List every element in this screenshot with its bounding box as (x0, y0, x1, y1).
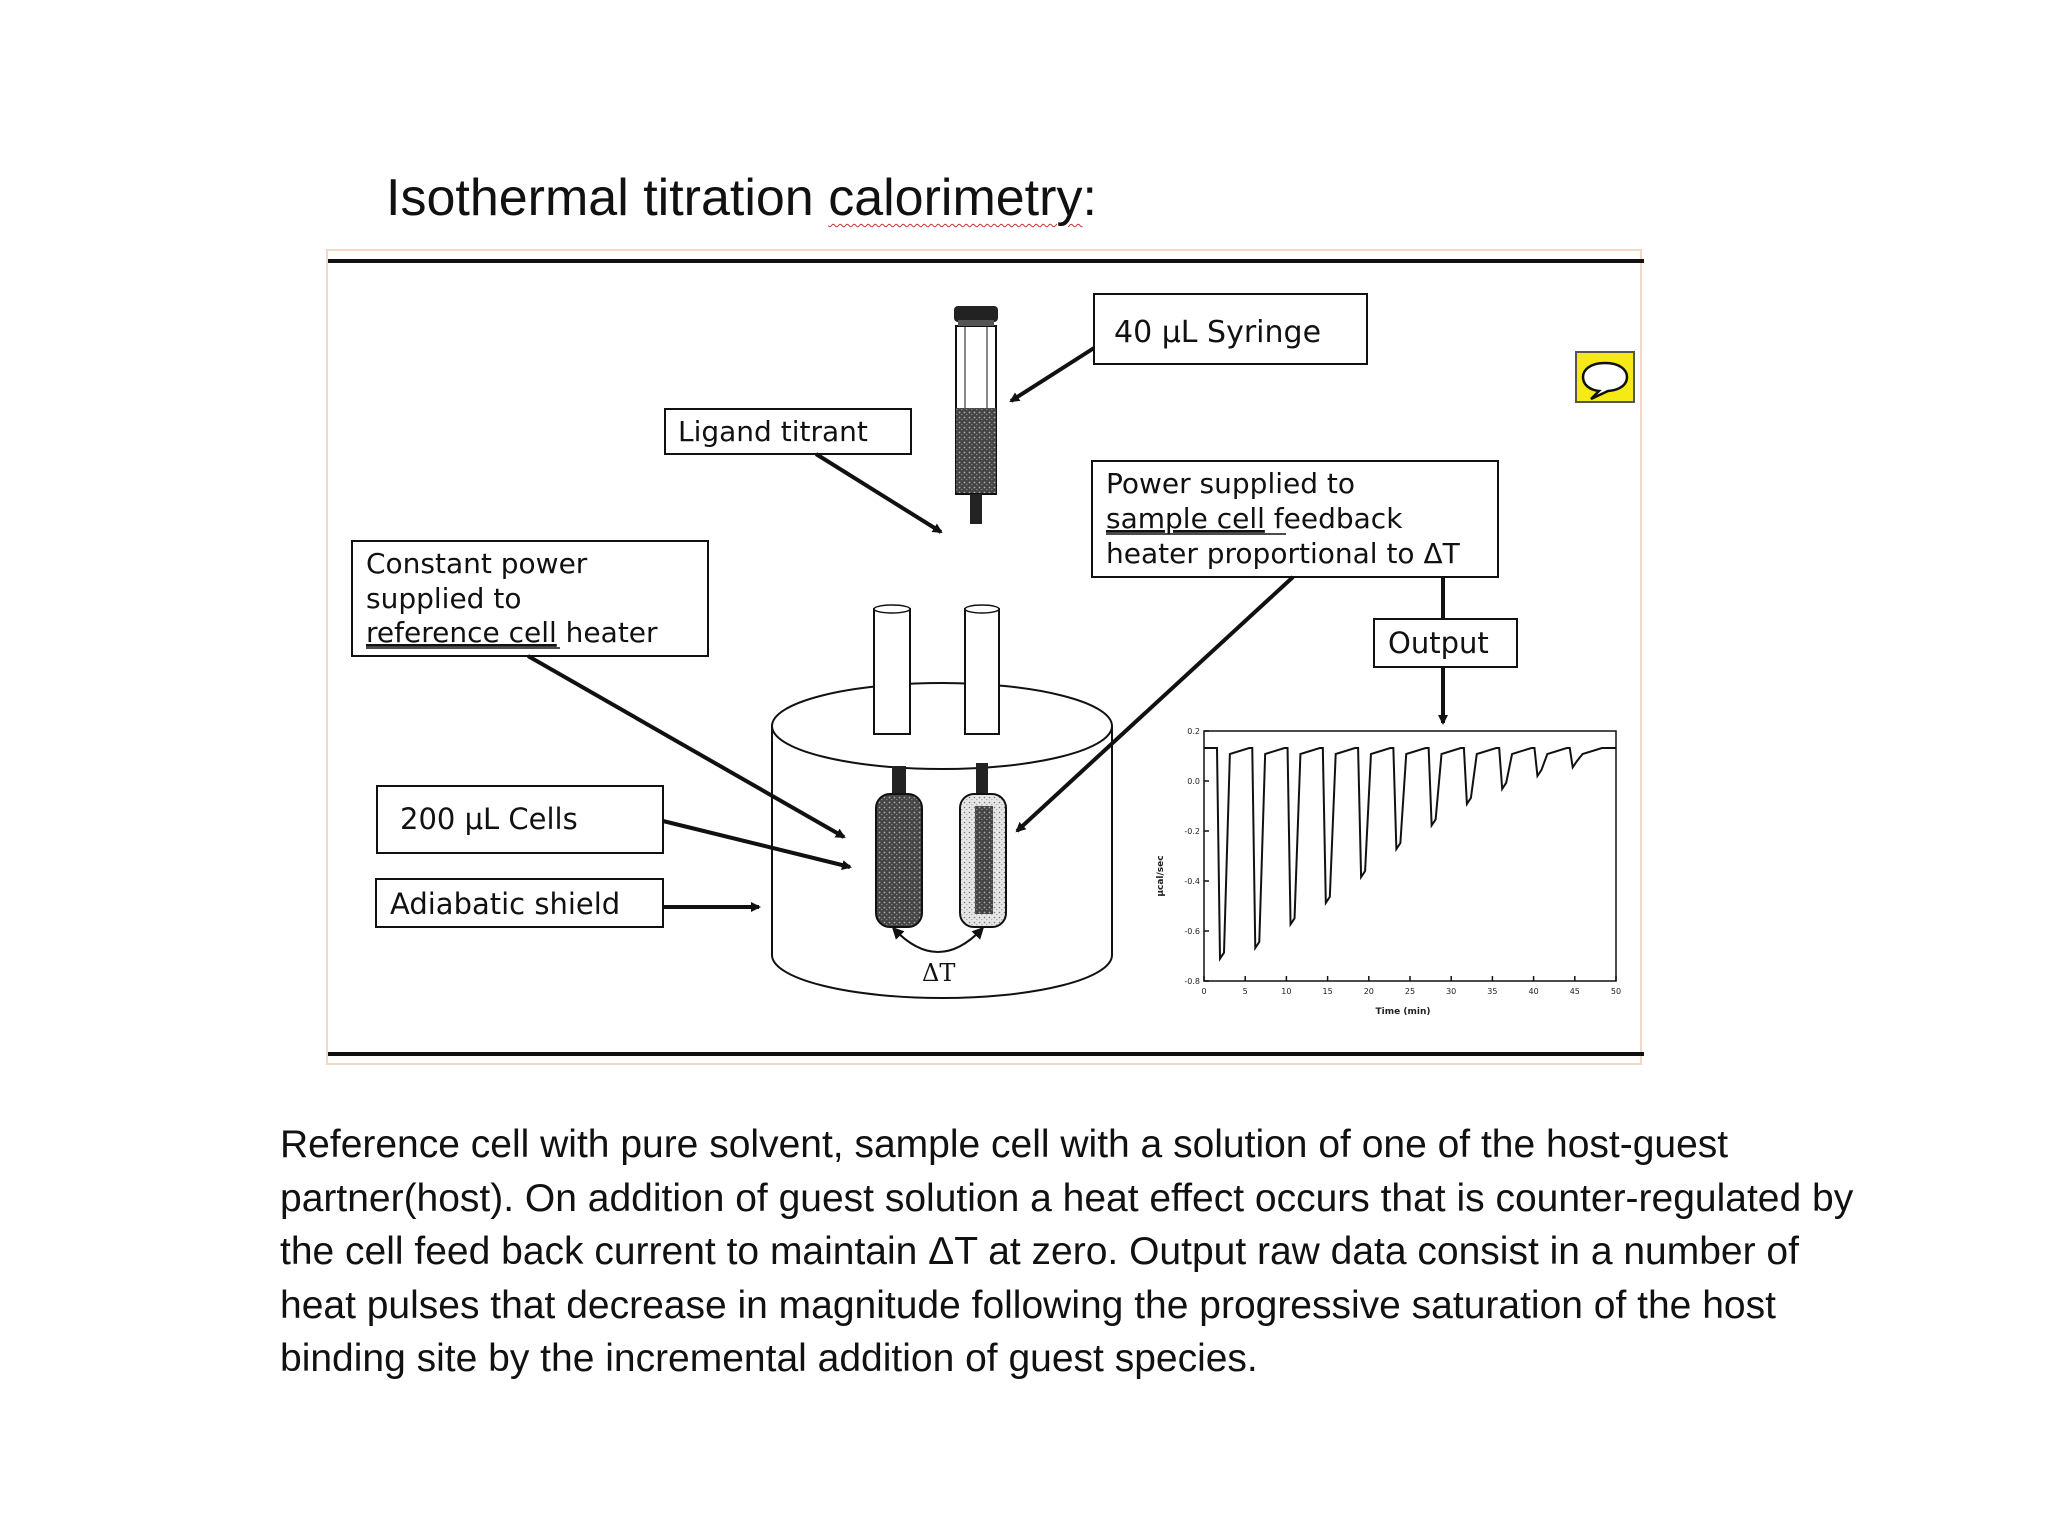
plot-x-tick-label: 35 (1487, 987, 1497, 996)
plot-y-tick-label: -0.6 (1184, 927, 1200, 936)
caption-line-1: Reference cell with pure solvent, sample… (280, 1123, 1729, 1166)
cells-arrow (662, 819, 852, 870)
plot-x-tick-label: 15 (1323, 987, 1333, 996)
caption-line-3: the cell feed back current to maintain Δ… (280, 1230, 1799, 1273)
cells-label-box: 200 μL Cells (376, 785, 664, 854)
plot-y-tick-label: -0.4 (1184, 877, 1200, 886)
plot-x-tick-label: 50 (1611, 987, 1621, 996)
delta-t-label: ΔT (922, 959, 955, 987)
constant-power-label-box: Constant power supplied to reference cel… (351, 540, 709, 657)
plot-y-tick-label: -0.8 (1184, 977, 1200, 986)
plot-x-ticks: 0 5 10 15 20 25 30 35 40 45 50 (1201, 976, 1621, 996)
caption-paragraph: Reference cell with pure solvent, sample… (280, 1118, 1980, 1386)
caption-line-2: partner(host). On addition of guest solu… (280, 1176, 1854, 1220)
syringe-arrow (1009, 346, 1096, 403)
constant-power-line-2: supplied to (366, 582, 521, 615)
reference-heater-arrow (527, 654, 846, 839)
page-title: Isothermal titration calorimetry: (386, 168, 1097, 228)
syringe-label: 40 μL Syringe (1114, 315, 1321, 350)
output-label-box: Output (1373, 618, 1518, 668)
caption-line-4: heat pulses that decrease in magnitude f… (280, 1283, 1776, 1327)
feedback-underlined: sample cell (1106, 502, 1265, 535)
adiabatic-shield-cylinder (771, 682, 1113, 999)
access-tubes (873, 604, 1000, 735)
delta-t-arrow (891, 926, 985, 953)
title-spellcheck-word: calorimetry (828, 169, 1083, 227)
feedback-label-box: Power supplied to sample cell feedback h… (1091, 460, 1499, 578)
plot-y-tick-label: -0.2 (1184, 827, 1200, 836)
plot-y-tick-label: 0.0 (1187, 777, 1200, 786)
plot-x-tick-label: 10 (1281, 987, 1291, 996)
constant-power-tail: heater (557, 616, 658, 649)
constant-power-line-3: reference cell heater (366, 616, 658, 649)
itc-diagram-svg: ΔT 40 μL Syringe Ligand titrant Constant… (328, 259, 1644, 1056)
plot-x-tick-label: 5 (1243, 987, 1248, 996)
cells-label: 200 μL Cells (400, 802, 578, 836)
title-suffix: : (1082, 169, 1097, 227)
feedback-line-1: Power supplied to (1106, 467, 1355, 500)
plot-x-tick-label: 0 (1201, 987, 1206, 996)
plot-x-tick-label: 45 (1570, 987, 1580, 996)
feedback-heater-arrow (1015, 575, 1295, 833)
plot-y-tick-label: 0.2 (1187, 727, 1200, 736)
plot-x-tick-label: 20 (1364, 987, 1374, 996)
plot-x-tick-label: 30 (1446, 987, 1456, 996)
shield-label: Adiabatic shield (390, 887, 620, 921)
plot-ylabel: μcal/sec (1156, 855, 1166, 896)
feedback-line-2: sample cell feedback (1106, 502, 1403, 535)
feedback-tail: feedback (1265, 502, 1403, 535)
plot-frame (1203, 730, 1617, 982)
ligand-label: Ligand titrant (678, 415, 868, 448)
sample-cell (959, 763, 1007, 928)
plot-xlabel: Time (min) (1376, 1007, 1431, 1017)
raw-data-plot: 0 5 10 15 20 25 30 35 40 45 50 0.2 0.0 -0.2 -0.4 -0.6 -… (1156, 727, 1621, 1017)
caption-line-5: binding site by the incremental addition… (280, 1337, 1258, 1380)
comment-icon[interactable] (1575, 351, 1635, 403)
heat-pulse-trace (1204, 747, 1616, 962)
syringe-label-box: 40 μL Syringe (1093, 293, 1368, 365)
output-label: Output (1388, 626, 1489, 660)
title-prefix: Isothermal titration (386, 169, 829, 227)
ligand-label-box: Ligand titrant (664, 408, 912, 455)
constant-power-line-1: Constant power (366, 547, 588, 580)
plot-x-tick-label: 40 (1529, 987, 1539, 996)
plot-y-ticks: 0.2 0.0 -0.2 -0.4 -0.6 -0.8 (1184, 727, 1209, 986)
itc-diagram-figure: ΔT 40 μL Syringe Ligand titrant Constant… (326, 249, 1644, 1065)
constant-power-underlined: reference cell (366, 616, 557, 649)
plot-x-tick-label: 25 (1405, 987, 1415, 996)
feedback-line-3: heater proportional to ΔT (1106, 537, 1461, 570)
ligand-arrow (814, 452, 943, 534)
shield-label-box: Adiabatic shield (375, 878, 664, 928)
syringe (954, 306, 998, 524)
